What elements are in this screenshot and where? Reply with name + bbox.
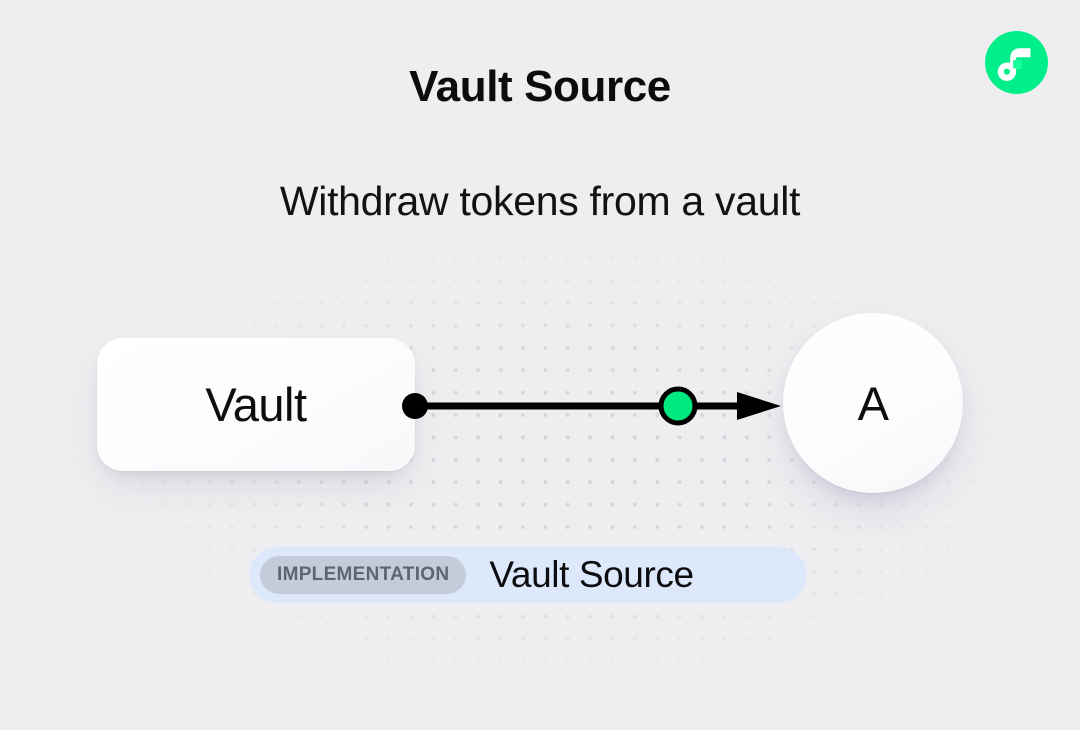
page-subtitle: Withdraw tokens from a vault [279,178,801,224]
edge-midpoint-marker[interactable] [658,386,698,426]
node-vault[interactable]: Vault [97,338,415,471]
node-vault-label: Vault [205,378,307,431]
page-title: Vault Source [409,62,671,111]
implementation-bar: IMPLEMENTATION Vault Source [249,547,807,603]
implementation-name: Vault Source [489,554,694,595]
implementation-badge-label: IMPLEMENTATION [277,564,450,585]
implementation-badge: IMPLEMENTATION [260,556,467,594]
node-a[interactable]: A [783,313,963,493]
node-a-label: A [857,376,889,430]
edge-vault-to-a[interactable] [402,386,781,426]
flow-logo-icon [985,31,1048,94]
